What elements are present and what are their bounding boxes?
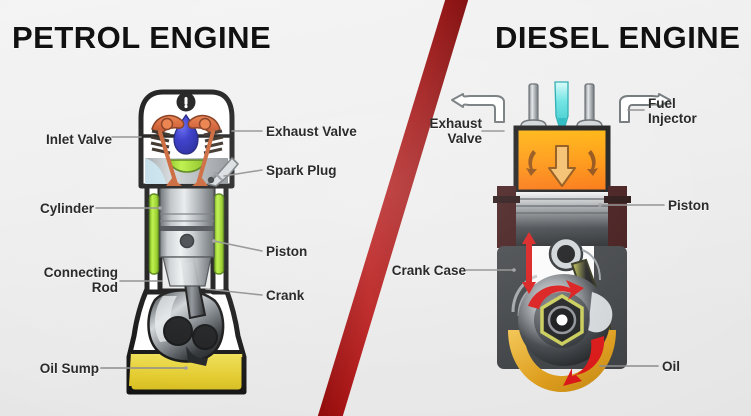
label-oil: Oil [662, 359, 681, 374]
label-exhaust-valve: Exhaust Valve [266, 124, 357, 139]
label-oil-sump: Oil Sump [39, 361, 99, 376]
petrol-engine-assembly [126, 89, 247, 395]
petrol-exhaust-valve [192, 129, 224, 186]
leader-lines [95, 109, 665, 369]
diesel-flywheel [511, 274, 613, 366]
diesel-gudgeon-pin [548, 236, 601, 281]
red-diagonal-stripe [317, 0, 469, 416]
page-title-petrol: PETROL ENGINE [12, 20, 272, 55]
petrol-cam-marker [176, 92, 196, 112]
leader-dots [158, 203, 602, 370]
diesel-engine-assembly [451, 81, 671, 392]
petrol-piston [159, 185, 215, 287]
label-spark-plug: Spark Plug [266, 163, 337, 178]
label-piston-diesel: Piston [668, 198, 710, 213]
label-cylinder: Cylinder [39, 201, 94, 216]
label-inlet-valve: Inlet Valve [45, 132, 112, 147]
diesel-oil [508, 330, 616, 392]
petrol-spark-plug [207, 157, 239, 187]
label-connecting-rod: Connecting Rod [43, 265, 118, 295]
label-exhaust-valve-diesel: Exhaust Valve [429, 116, 482, 146]
diesel-motion-arrows [522, 232, 605, 386]
label-crank-case: Crank Case [391, 263, 466, 278]
diesel-combustion-chamber [513, 125, 611, 195]
diesel-ports [451, 93, 671, 123]
page-title-diesel: DIESEL ENGINE [495, 20, 741, 55]
label-fuel-injector: Fuel Injector [648, 96, 697, 126]
label-crank: Crank [266, 288, 305, 303]
petrol-inlet-valve [150, 129, 182, 186]
label-piston-petrol: Piston [266, 244, 308, 259]
